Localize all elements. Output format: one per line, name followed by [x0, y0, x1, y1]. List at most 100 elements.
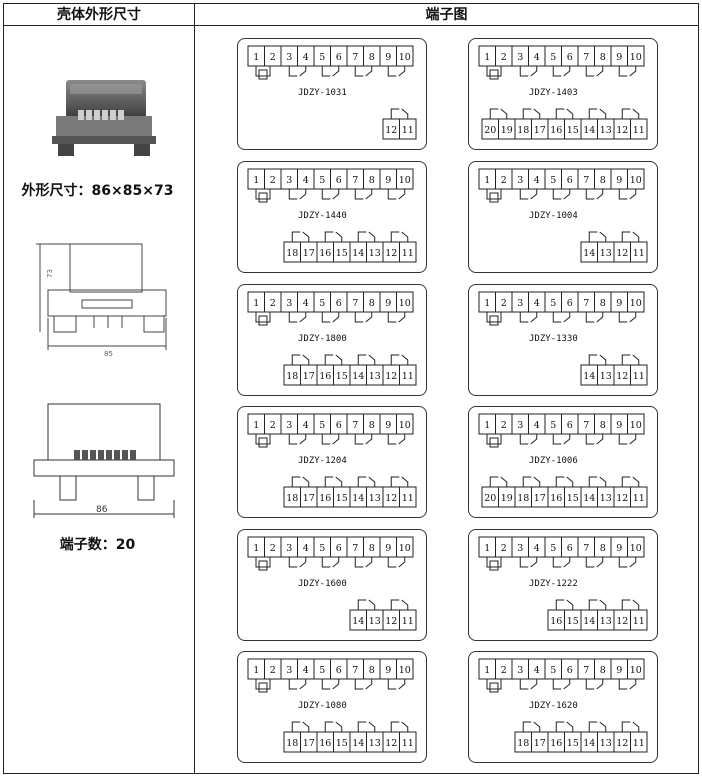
terminal-number: 10 — [399, 52, 411, 63]
terminal-number: 12 — [616, 125, 628, 136]
terminal-number: 1 — [484, 52, 490, 63]
terminal-number: 12 — [385, 493, 397, 504]
terminal-number: 13 — [600, 738, 612, 749]
terminal-number: 13 — [369, 738, 381, 749]
terminal-number: 3 — [286, 543, 292, 554]
terminal-number: 11 — [402, 616, 414, 627]
terminal-number: 1 — [253, 52, 259, 63]
terminal-number: 4 — [534, 298, 540, 309]
terminal-number: 12 — [385, 371, 397, 382]
terminal-number: 7 — [352, 298, 358, 309]
terminal-number: 11 — [402, 248, 414, 259]
terminal-number: 17 — [534, 125, 546, 136]
terminal-number: 18 — [286, 493, 298, 504]
terminal-number: 11 — [633, 738, 645, 749]
dimension-text: 外形尺寸：86×85×73 — [21, 183, 174, 199]
terminal-number: 17 — [534, 493, 546, 504]
terminal-number: 2 — [270, 665, 276, 676]
terminal-number: 7 — [583, 665, 589, 676]
terminal-number: 6 — [336, 175, 342, 186]
terminal-number: 14 — [352, 616, 364, 627]
terminal-number: 3 — [286, 175, 292, 186]
terminal-number: 9 — [385, 665, 391, 676]
terminal-number: 16 — [319, 493, 331, 504]
terminal-number: 1 — [253, 420, 259, 431]
terminal-number: 5 — [550, 665, 556, 676]
terminal-number: 5 — [319, 298, 325, 309]
terminal-number: 2 — [501, 543, 507, 554]
terminal-number: 6 — [567, 298, 573, 309]
terminal-number: 1 — [253, 543, 259, 554]
terminal-number: 17 — [303, 738, 315, 749]
terminal-number: 2 — [501, 665, 507, 676]
terminal-number: 2 — [270, 175, 276, 186]
terminal-number: 6 — [567, 175, 573, 186]
terminal-number: 7 — [352, 665, 358, 676]
terminal-number: 18 — [286, 371, 298, 382]
terminal-number: 11 — [402, 371, 414, 382]
terminal-number: 7 — [583, 52, 589, 63]
terminal-number: 2 — [501, 298, 507, 309]
terminal-number: 2 — [270, 52, 276, 63]
terminal-number: 19 — [501, 125, 513, 136]
terminal-number: 9 — [385, 543, 391, 554]
terminal-number: 7 — [583, 298, 589, 309]
terminal-number: 4 — [303, 420, 309, 431]
terminal-number: 8 — [369, 665, 375, 676]
coil-symbol — [489, 682, 499, 693]
terminal-number: 2 — [270, 543, 276, 554]
terminal-number: 5 — [319, 52, 325, 63]
terminal-number: 4 — [534, 175, 540, 186]
terminal-number: 11 — [633, 493, 645, 504]
terminal-count: 端子数：20 — [59, 537, 136, 553]
terminal-number: 3 — [286, 298, 292, 309]
terminal-number: 16 — [319, 371, 331, 382]
terminal-number: 4 — [534, 420, 540, 431]
terminal-number: 14 — [352, 248, 364, 259]
terminal-number: 16 — [550, 493, 562, 504]
terminal-number: 13 — [600, 248, 612, 259]
terminal-number: 9 — [616, 665, 622, 676]
terminal-number: 16 — [550, 616, 562, 627]
coil-symbol — [258, 437, 268, 448]
terminal-number: 1 — [484, 420, 490, 431]
terminal-number: 12 — [616, 371, 628, 382]
terminal-number: 17 — [303, 493, 315, 504]
terminal-number: 12 — [616, 738, 628, 749]
terminal-number: 13 — [369, 616, 381, 627]
terminal-number: 10 — [630, 175, 642, 186]
terminal-number: 3 — [286, 420, 292, 431]
terminal-number: 5 — [319, 543, 325, 554]
terminal-number: 18 — [286, 248, 298, 259]
model-label: JDZY-1204 — [298, 456, 347, 466]
model-label: JDZY-1004 — [529, 211, 578, 221]
terminal-number: 8 — [369, 543, 375, 554]
terminal-number: 4 — [303, 175, 309, 186]
terminal-number: 15 — [567, 493, 579, 504]
terminal-number: 13 — [369, 493, 381, 504]
terminal-number: 8 — [369, 52, 375, 63]
terminal-number: 9 — [385, 420, 391, 431]
coil-symbol — [258, 315, 268, 326]
terminal-number: 12 — [616, 493, 628, 504]
terminal-number: 14 — [583, 616, 595, 627]
terminal-number: 14 — [583, 493, 595, 504]
terminal-number: 19 — [501, 493, 513, 504]
terminal-number: 14 — [583, 125, 595, 136]
terminal-number: 5 — [550, 298, 556, 309]
terminal-number: 9 — [616, 175, 622, 186]
terminal-number: 13 — [600, 371, 612, 382]
terminal-number: 4 — [303, 52, 309, 63]
terminal-number: 8 — [600, 298, 606, 309]
terminal-number: 14 — [583, 248, 595, 259]
terminal-number: 18 — [517, 493, 529, 504]
terminal-number: 2 — [501, 175, 507, 186]
terminal-number: 7 — [583, 420, 589, 431]
terminal-number: 15 — [336, 738, 348, 749]
terminal-number: 15 — [567, 616, 579, 627]
